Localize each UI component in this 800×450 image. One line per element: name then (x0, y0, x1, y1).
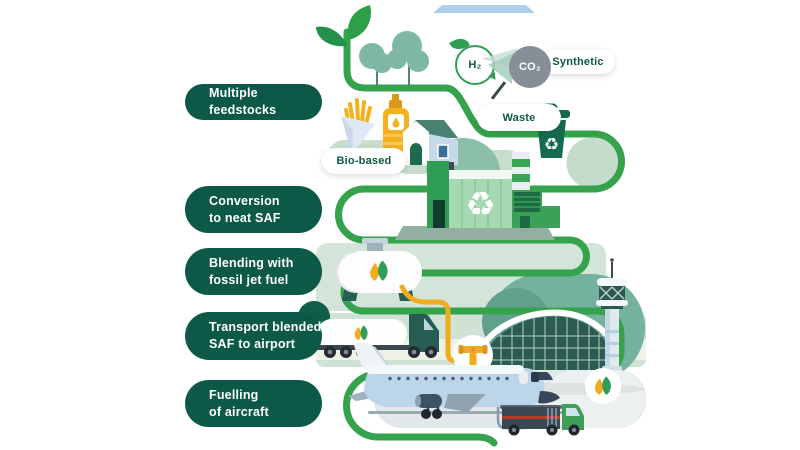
step-pill-blending: Blending with fossil jet fuel (185, 248, 322, 295)
control-tower-icon (596, 258, 628, 372)
recycle-icon: ♻ (465, 185, 495, 225)
step-label: Conversion to neat SAF (209, 193, 281, 225)
step-label: Multiple feedstocks (209, 86, 277, 117)
trees-icon (359, 31, 429, 88)
tag-waste: Waste (477, 104, 561, 131)
fuel-truck-icon (500, 404, 584, 436)
sprout-icon (316, 5, 372, 47)
leaf-drop-logo (585, 368, 621, 404)
co2-badge: CO₂ (509, 46, 551, 88)
airplane-icon (348, 342, 560, 419)
step-label: Blending with fossil jet fuel (209, 255, 294, 287)
tag-label: Waste (502, 111, 536, 124)
step-pill-fuelling: Fuelling of aircraft (185, 380, 322, 427)
step-pill-conversion: Conversion to neat SAF (185, 186, 322, 233)
step-label: Fuelling of aircraft (209, 387, 269, 419)
house-icon (403, 120, 458, 165)
tag-label: Synthetic (552, 55, 604, 68)
process-path-end (343, 370, 498, 447)
fries-icon (341, 98, 375, 161)
tag-bio-based: Bio-based (322, 148, 406, 174)
cloud-icon (433, 5, 535, 13)
co2-label: CO₂ (519, 61, 541, 73)
recycle-icon: ♻ (544, 135, 559, 155)
factory-icon: ♻ (395, 152, 560, 240)
fuel-pipe (399, 284, 467, 364)
step-pill-transport: Transport blended SAF to airport (185, 312, 322, 360)
tag-synthetic: Synthetic (541, 49, 615, 74)
step-pill-multiple-feedstocks: Multiple feedstocks (185, 84, 322, 120)
step-label: Transport blended SAF to airport (209, 320, 322, 351)
hydrogen-label: H₂ (468, 59, 482, 71)
oil-bottle-icon (383, 94, 409, 156)
tag-label: Bio-based (336, 155, 392, 167)
